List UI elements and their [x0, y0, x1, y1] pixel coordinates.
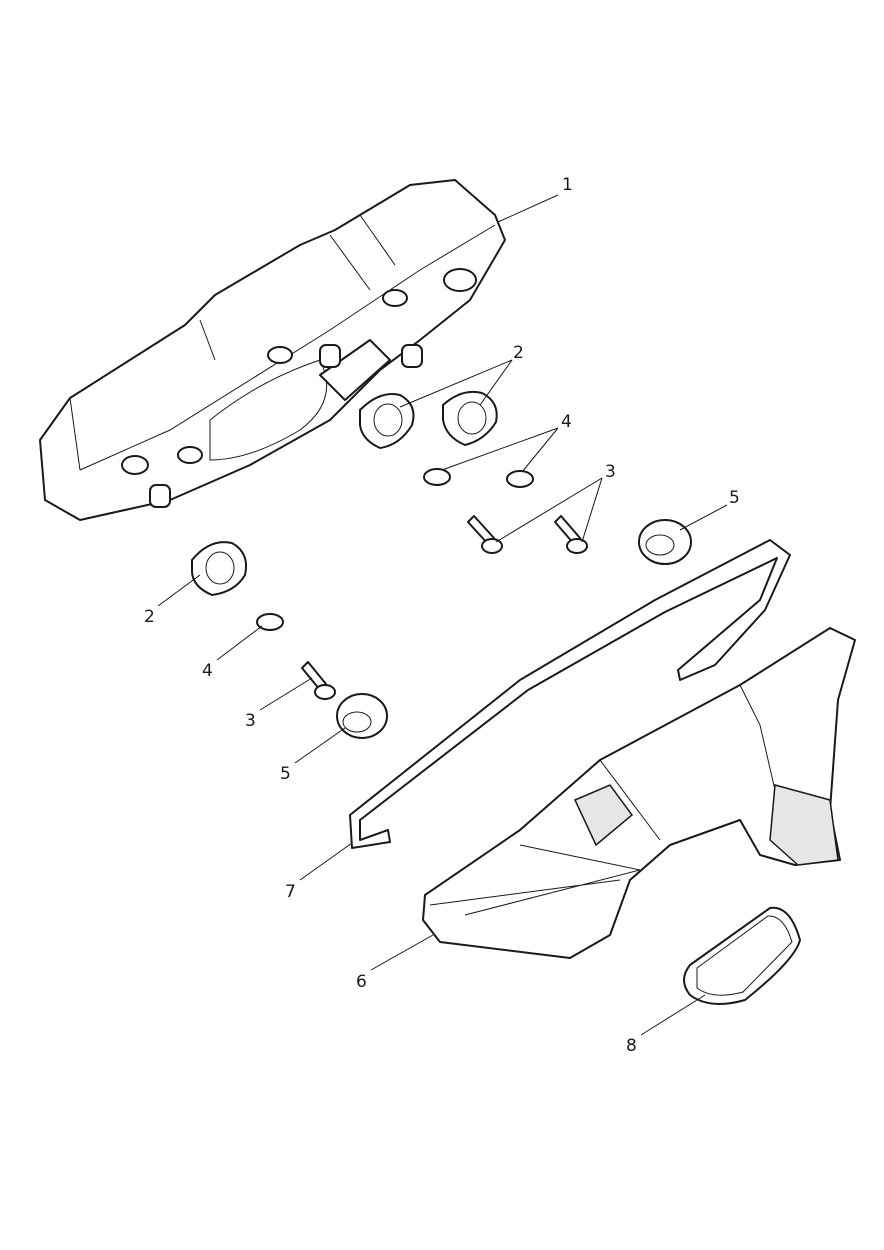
part-5-grommet: [638, 519, 692, 565]
callout-3: 3: [605, 462, 616, 482]
callout-1: 1: [562, 175, 573, 195]
part-8-pad: [683, 906, 801, 1005]
callout-2: 2: [144, 607, 155, 627]
part-3-screw: [301, 661, 336, 700]
part-3-screw: [554, 515, 588, 554]
callout-5: 5: [280, 764, 291, 784]
part-5-grommet: [336, 693, 388, 739]
callout-8: 8: [626, 1036, 637, 1056]
part-2-grommet: [191, 541, 248, 596]
part-6-cover: [422, 627, 856, 959]
callout-4: 4: [561, 412, 572, 432]
callout-4: 4: [202, 661, 213, 681]
callout-3: 3: [245, 711, 256, 731]
part-1-instrument-housing: [39, 179, 506, 521]
callout-5: 5: [729, 488, 740, 508]
callout-6: 6: [356, 972, 367, 992]
callout-2: 2: [513, 343, 524, 363]
part-4-washer: [256, 613, 284, 631]
part-2-grommet: [359, 393, 415, 449]
part-2-grommet: [442, 390, 498, 446]
part-3-screw: [467, 515, 503, 554]
part-4-washer: [506, 470, 534, 488]
part-7-seal: [349, 539, 791, 849]
callout-7: 7: [285, 882, 296, 902]
part-4-washer: [423, 468, 451, 486]
leader-lines: [157, 194, 728, 1036]
